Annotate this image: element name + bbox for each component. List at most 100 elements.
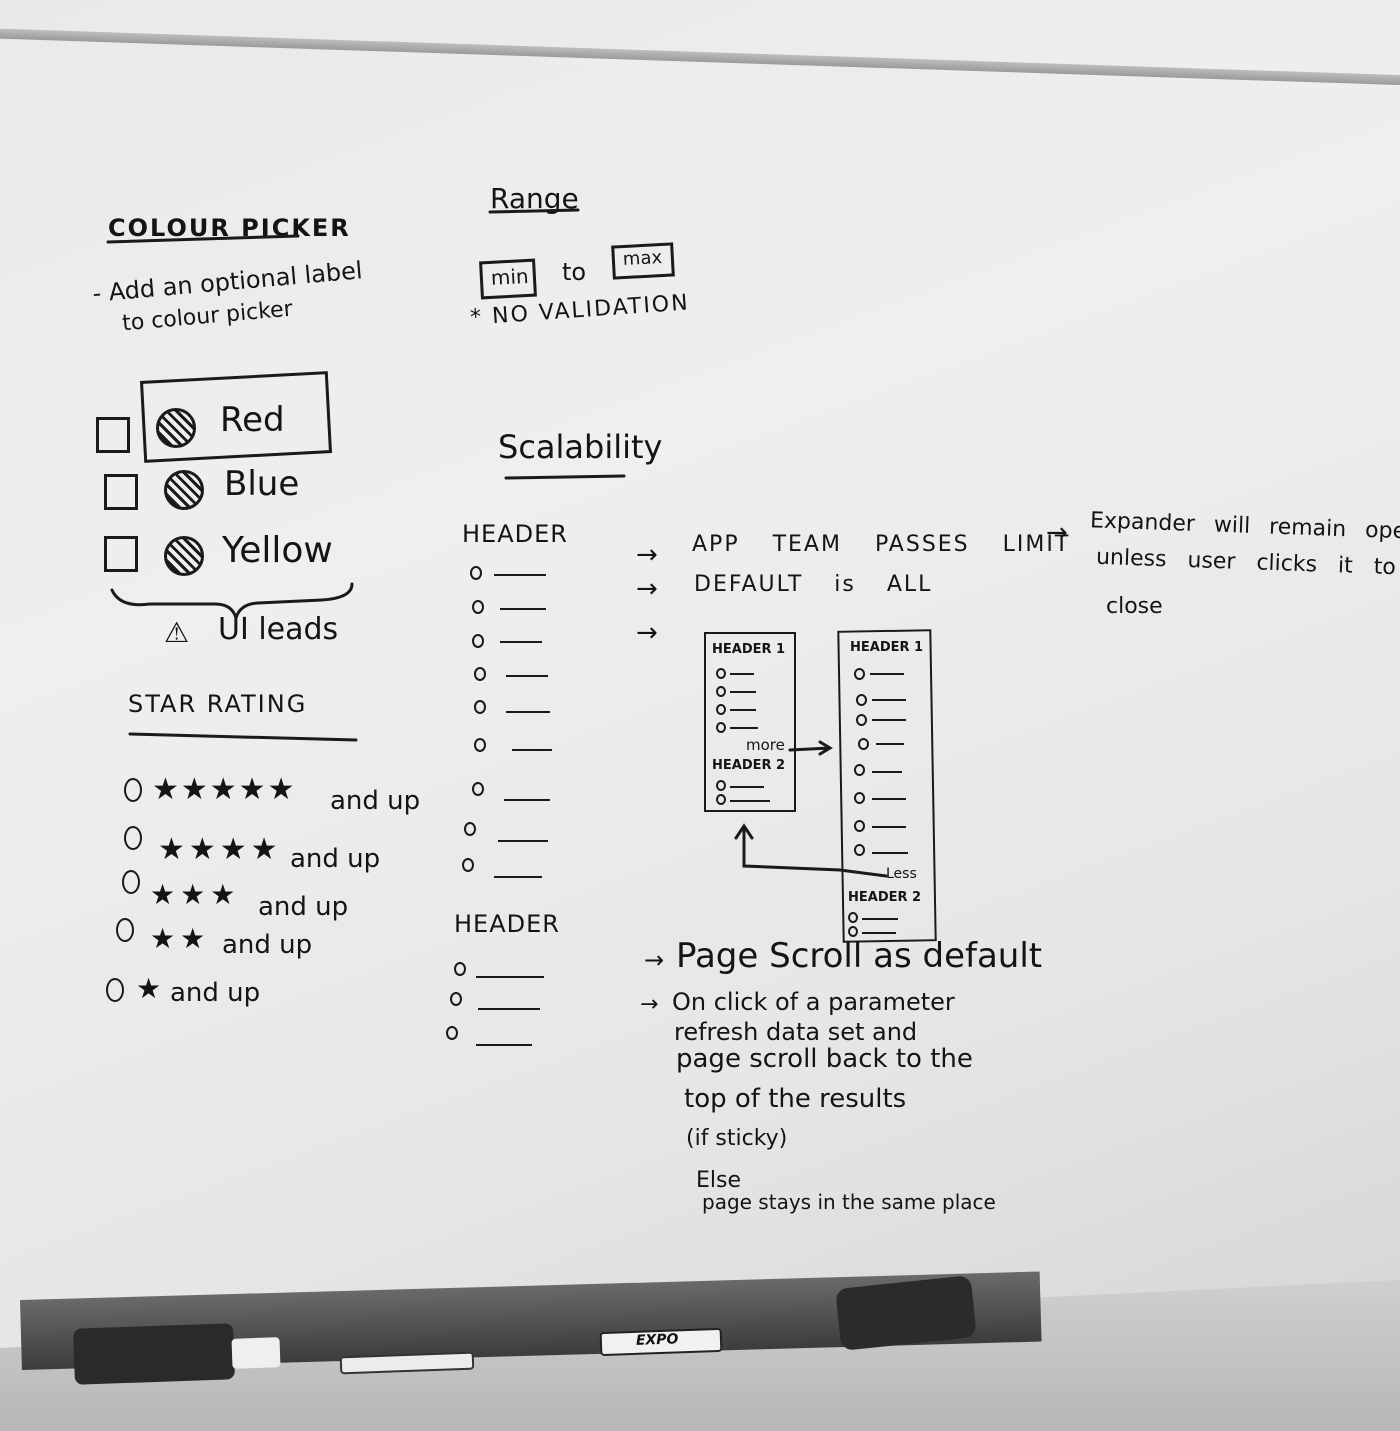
list-item-radio[interactable] [716,668,726,679]
list-item-line [870,673,904,675]
list-item-line [862,932,896,934]
list-item-radio[interactable] [474,738,486,752]
list-item-radio[interactable] [854,792,865,804]
list-item-line [730,709,756,711]
checkbox-blue[interactable] [104,474,138,510]
range-max-placeholder: max [622,247,663,271]
list-item-line [730,727,758,729]
list-item-radio[interactable] [854,820,865,832]
swatch-blue [164,470,204,510]
list-item-radio[interactable] [472,634,484,648]
scalability-title: Scalability [498,428,663,466]
warning-icon: ⚠ [164,616,190,649]
list-item-line [494,876,542,878]
range-min-placeholder: min [490,263,530,290]
star-row-2-suffix: and up [222,930,313,960]
list-item-line [500,608,546,610]
list-item-radio[interactable] [462,858,474,872]
star-row-4-stars: ★★★★ [158,832,282,867]
list-item-radio[interactable] [716,780,726,791]
star-row-1-stars: ★ [136,972,162,1005]
star-radio-2[interactable] [116,918,134,942]
list-item-radio[interactable] [464,822,476,836]
star-row-5-stars: ★★★★★ [152,772,297,807]
marker-expo[interactable]: EXPO [599,1327,723,1357]
range-min-field[interactable]: min [479,258,537,300]
list-item-radio[interactable] [472,782,484,796]
list-item-radio[interactable] [472,600,484,614]
star-rating-title: STAR RATING [128,690,308,718]
range-to-label: to [562,258,587,286]
list-item-line [506,711,550,713]
swatch-red [156,408,196,448]
list-item-line [730,786,764,788]
list-item-radio[interactable] [716,794,726,805]
star-radio-5[interactable] [124,778,142,802]
arrow-icon: → [636,618,658,648]
scroll-note-7: Else [696,1168,742,1193]
scroll-note-2: On click of a parameter [672,988,955,1016]
mock-less-link[interactable]: Less [886,866,917,882]
star-row-4-suffix: and up [290,844,381,874]
list-item-line [872,699,906,701]
arrow-icon: → [636,574,658,604]
list-item-radio[interactable] [470,566,482,580]
list-item-radio[interactable] [716,704,726,715]
list-item-line [872,798,906,800]
filter-header-2: HEADER [454,910,560,938]
list-item-line [872,826,906,828]
mock-expanded-header-1: HEADER 1 [850,640,924,655]
list-item-line [730,673,754,675]
list-item-radio[interactable] [858,738,869,750]
list-item-radio[interactable] [854,844,865,856]
list-item-line [876,743,904,745]
list-item-line [506,675,548,677]
mock-more-link[interactable]: more [746,736,785,754]
list-item-line [872,852,908,854]
marker-brand-label: EXPO [635,1331,679,1349]
marker-large[interactable] [73,1323,235,1385]
list-item-radio[interactable] [854,668,865,680]
list-item-radio[interactable] [848,912,858,923]
list-item-radio[interactable] [474,700,486,714]
checkbox-red[interactable] [96,417,130,453]
swatch-yellow [164,536,204,576]
star-radio-4[interactable] [124,826,142,850]
list-item-line [500,641,542,643]
option-label-yellow: Yellow [222,530,333,571]
note-app-team: APP TEAM PASSES LIMIT [692,532,1071,557]
list-item-radio[interactable] [454,962,466,976]
list-item-radio[interactable] [716,722,726,733]
list-item-line [498,840,548,842]
scroll-note-1: Page Scroll as default [676,936,1043,976]
list-item-radio[interactable] [450,992,462,1006]
list-item-radio[interactable] [474,667,486,681]
list-item-line [512,749,552,751]
note-default: DEFAULT is ALL [694,572,933,597]
list-item-line [872,771,902,773]
mock-collapsed-header-1: HEADER 1 [712,642,786,657]
scroll-note-4: page scroll back to the [676,1044,973,1074]
colour-picker-title: COLOUR PICKER [108,214,351,242]
scroll-note-5: top of the results [684,1084,907,1114]
list-item-line [476,976,544,978]
mock-collapsed-header-2: HEADER 2 [712,758,786,773]
star-row-3-stars: ★★★ [150,878,241,911]
star-radio-1[interactable] [106,978,124,1002]
star-radio-3[interactable] [122,870,140,894]
list-item-radio[interactable] [856,714,867,726]
list-item-radio[interactable] [854,764,865,776]
range-max-field[interactable]: max [611,242,675,280]
list-item-radio[interactable] [716,686,726,697]
option-label-red: Red [220,400,285,440]
list-item-radio[interactable] [446,1026,458,1040]
checkbox-yellow[interactable] [104,536,138,572]
note-expander-3: close [1106,594,1163,619]
warning-label: UI leads [218,612,339,647]
list-item-radio[interactable] [856,694,867,706]
arrow-icon: → [644,946,665,974]
list-item-line [504,799,550,801]
list-item-line [476,1044,532,1046]
list-item-line [730,800,770,802]
list-item-radio[interactable] [848,926,858,937]
